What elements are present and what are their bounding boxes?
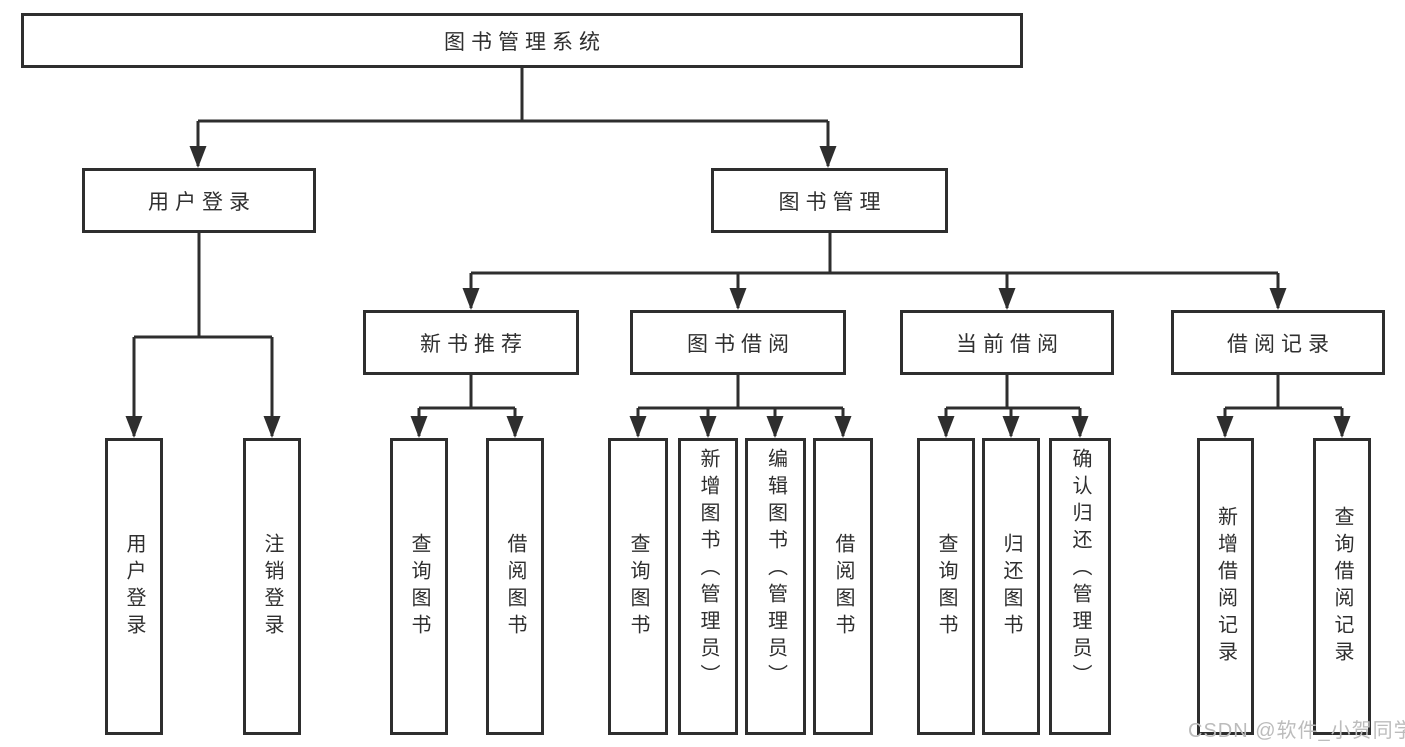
tree-connector-path xyxy=(132,68,1344,436)
node-label: 编辑图书（管理员） xyxy=(764,448,787,691)
node-label: 查询借阅记录 xyxy=(1331,505,1353,668)
node-label: 查询图书 xyxy=(935,532,957,641)
node-user-login: 用户登录 xyxy=(82,168,316,233)
node-leaf-bookborrow-query: 查询图书 xyxy=(608,438,668,735)
node-leaf-currentborrow-confirm: 确认归还（管理员） xyxy=(1049,438,1111,735)
node-label: 图书管理系统 xyxy=(444,30,606,54)
arrow-down-icon xyxy=(1216,416,1234,438)
arrow-down-icon xyxy=(629,416,647,438)
node-label: 借阅图书 xyxy=(832,532,854,641)
node-leaf-bookborrow-add: 新增图书（管理员） xyxy=(678,438,738,735)
arrow-down-icon xyxy=(506,416,524,438)
watermark: CSDN @软件_小贺同学 xyxy=(1188,720,1405,742)
node-label: 借阅图书 xyxy=(504,532,526,641)
node-book-borrow: 图书借阅 xyxy=(630,310,846,375)
arrow-down-icon xyxy=(1269,288,1287,310)
node-label: 图书管理 xyxy=(778,190,887,214)
node-label: 新增借阅记录 xyxy=(1214,505,1237,668)
node-book-management: 图书管理 xyxy=(711,168,948,233)
arrow-down-icon xyxy=(937,416,955,438)
node-root: 图书管理系统 xyxy=(21,13,1023,68)
node-leaf-bookborrow-borrow: 借阅图书 xyxy=(813,438,873,735)
node-new-book-recommend: 新书推荐 xyxy=(363,310,579,375)
arrow-down-icon xyxy=(729,288,747,310)
node-label: 新书推荐 xyxy=(420,332,528,356)
node-label: 用户登录 xyxy=(148,190,256,214)
node-leaf-newbooks-borrow: 借阅图书 xyxy=(486,438,544,735)
node-leaf-user-login: 用户登录 xyxy=(105,438,163,735)
node-label: 查询图书 xyxy=(627,532,649,641)
node-label: 查询图书 xyxy=(408,532,430,641)
arrow-down-icon xyxy=(1333,416,1351,438)
arrow-down-icon xyxy=(834,416,852,438)
node-leaf-bookborrow-edit: 编辑图书（管理员） xyxy=(745,438,806,735)
node-leaf-records-add: 新增借阅记录 xyxy=(1197,438,1254,735)
node-leaf-currentborrow-query: 查询图书 xyxy=(917,438,975,735)
arrow-down-icon xyxy=(462,288,480,310)
node-label: 归还图书 xyxy=(1000,532,1022,641)
arrow-down-icon xyxy=(263,416,281,438)
node-leaf-records-query: 查询借阅记录 xyxy=(1313,438,1371,735)
node-borrow-records: 借阅记录 xyxy=(1171,310,1385,375)
node-label: 借阅记录 xyxy=(1227,332,1335,356)
node-label: 注销登录 xyxy=(261,532,283,641)
arrow-down-icon xyxy=(998,288,1016,310)
arrow-down-icon xyxy=(410,416,428,438)
arrow-down-icon xyxy=(189,146,207,168)
node-label: 用户登录 xyxy=(123,532,145,641)
node-leaf-logout: 注销登录 xyxy=(243,438,301,735)
node-leaf-newbooks-query: 查询图书 xyxy=(390,438,448,735)
arrow-down-icon xyxy=(699,416,717,438)
node-label: 图书借阅 xyxy=(687,332,795,356)
arrow-down-icon xyxy=(819,146,837,168)
node-label: 确认归还（管理员） xyxy=(1069,448,1091,691)
node-leaf-currentborrow-return: 归还图书 xyxy=(982,438,1040,735)
arrow-down-icon xyxy=(766,416,784,438)
arrow-down-icon xyxy=(1071,416,1089,438)
node-current-borrow: 当前借阅 xyxy=(900,310,1114,375)
arrow-down-icon xyxy=(1002,416,1020,438)
node-label: 新增图书（管理员） xyxy=(697,448,719,691)
arrow-down-icon xyxy=(125,416,143,438)
node-label: 当前借阅 xyxy=(956,332,1064,356)
